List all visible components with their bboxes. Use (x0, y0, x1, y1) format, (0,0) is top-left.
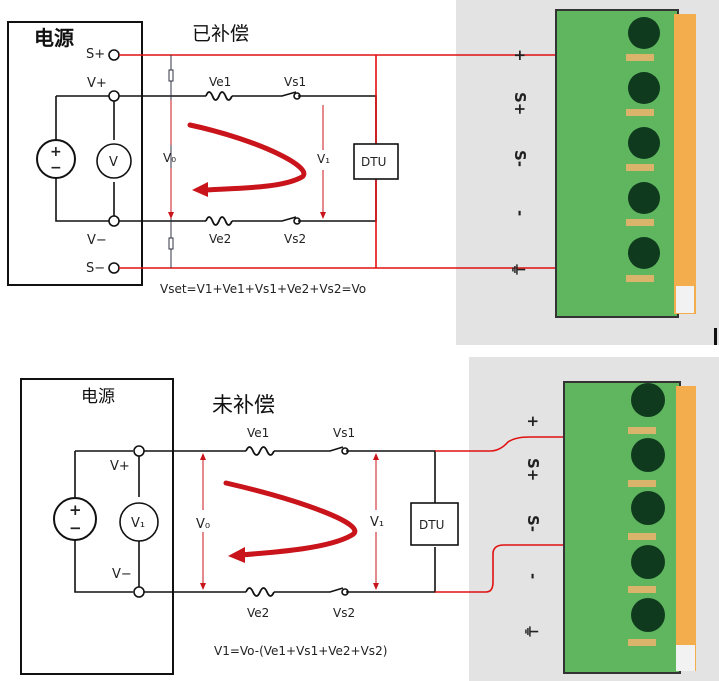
bottom-pin-hole-2 (631, 438, 665, 472)
top-pin-hole-5 (628, 237, 660, 269)
top-vs1-contact-icon (293, 92, 301, 100)
bottom-v-plus-terminal (133, 445, 145, 457)
top-ve1-label: Ve1 (209, 75, 231, 89)
top-dtu-label: DTU (361, 155, 386, 169)
top-formula: Vset=V1+Ve1+Vs1+Ve2+Vs2=Vo (160, 282, 366, 296)
bottom-pin-label-s-plus: S+ (524, 458, 542, 481)
bottom-terminal-v-plus-label: V+ (110, 459, 130, 474)
bottom-terminal-v-minus-label: V− (112, 567, 132, 582)
bottom-source-plus: + (69, 501, 82, 519)
top-source-plus: + (50, 144, 62, 160)
top-source-icon (36, 139, 76, 179)
top-pin-hole-3 (628, 127, 660, 159)
top-dtu-box (353, 143, 399, 180)
bottom-power-supply-label: 电源 (81, 387, 115, 407)
top-pin-hole-2 (628, 72, 660, 104)
cursor-mark (714, 328, 717, 345)
top-s-plus-terminal (108, 49, 120, 61)
top-v-minus-terminal (108, 215, 120, 227)
bottom-pin-hole-5 (631, 598, 665, 632)
top-pin-label-plus: + (511, 49, 529, 62)
top-pin-label-s-plus: S+ (511, 92, 529, 115)
top-pin-label-s-minus: S- (511, 150, 529, 167)
top-terminal-s-plus-label: S+ (86, 47, 105, 62)
top-vs2-label: Vs2 (284, 232, 306, 246)
bottom-ve2-label: Ve2 (247, 606, 269, 620)
bottom-pin-hole-1 (631, 383, 665, 417)
bottom-vs2-contact-icon (341, 588, 349, 596)
bottom-pin-hole-4 (631, 545, 665, 579)
top-title: 已补偿 (192, 23, 249, 45)
bottom-ve2-resistance-icon (245, 587, 275, 597)
bottom-formula: V1=Vo-(Ve1+Vs1+Ve2+Vs2) (214, 644, 387, 658)
bottom-plus-wire (435, 436, 578, 452)
bottom-pin-label-s-minus: S- (524, 515, 542, 532)
bottom-dtu-box (410, 502, 459, 546)
top-ve1-resistance-icon (205, 91, 233, 101)
bottom-pin-hole-3 (631, 491, 665, 525)
top-pin-label-minus: - (511, 210, 529, 216)
top-source-minus: − (50, 160, 62, 176)
bottom-terminal-block: + S+ S- - ⏚ (522, 381, 696, 674)
bottom-source-minus: − (69, 519, 82, 537)
bottom-vs2-label: Vs2 (333, 606, 355, 620)
top-loop-arrow (187, 122, 307, 193)
bottom-dtu-label: DTU (419, 518, 444, 532)
top-pin-hole-4 (628, 182, 660, 214)
bottom-voltmeter-icon (119, 502, 159, 542)
top-sense-resistor-lower (168, 237, 174, 250)
top-ve2-resistance-icon (205, 216, 233, 226)
bottom-pin-label-plus: + (524, 415, 542, 428)
top-ve2-label: Ve2 (209, 232, 231, 246)
top-pin-label-ground: ⏚ (509, 262, 527, 277)
bottom-voltmeter-label: V₁ (131, 516, 145, 531)
bottom-minus-wire (435, 544, 575, 593)
top-vo-label: V₀ (163, 151, 176, 165)
bottom-vs1-label: Vs1 (333, 426, 355, 440)
top-terminal-block: + S+ S- - ⏚ (509, 9, 696, 318)
top-power-supply-box (7, 21, 143, 286)
bottom-power-supply-box (20, 378, 174, 675)
top-voltmeter-label: V (109, 155, 118, 170)
top-terminal-v-minus-label: V− (87, 233, 107, 248)
bottom-v-minus-terminal (133, 586, 145, 598)
bottom-vs1-contact-icon (341, 447, 349, 455)
bottom-loop-arrow (223, 480, 358, 558)
bottom-ve1-label: Ve1 (247, 426, 269, 440)
bottom-vo-label: V₀ (196, 517, 210, 532)
bottom-pin-label-ground: ⏚ (522, 624, 540, 639)
top-terminal-v-plus-label: V+ (87, 76, 107, 91)
top-s-minus-terminal (108, 262, 120, 274)
bottom-source-icon (53, 497, 97, 541)
top-vs2-contact-icon (293, 217, 301, 225)
top-v-plus-terminal (108, 90, 120, 102)
bottom-title: 未补偿 (212, 393, 275, 417)
bottom-ve1-resistance-icon (245, 446, 275, 456)
top-v1-label: V₁ (317, 152, 330, 166)
top-pin-hole-1 (628, 17, 660, 49)
bottom-v1-label: V₁ (370, 515, 384, 530)
top-power-supply-label: 电源 (34, 26, 74, 50)
top-voltmeter-icon (96, 143, 132, 179)
top-sense-resistor-upper (168, 69, 174, 82)
bottom-pin-label-minus: - (524, 573, 542, 579)
top-vs1-label: Vs1 (284, 75, 306, 89)
top-terminal-s-minus-label: S− (86, 261, 105, 276)
